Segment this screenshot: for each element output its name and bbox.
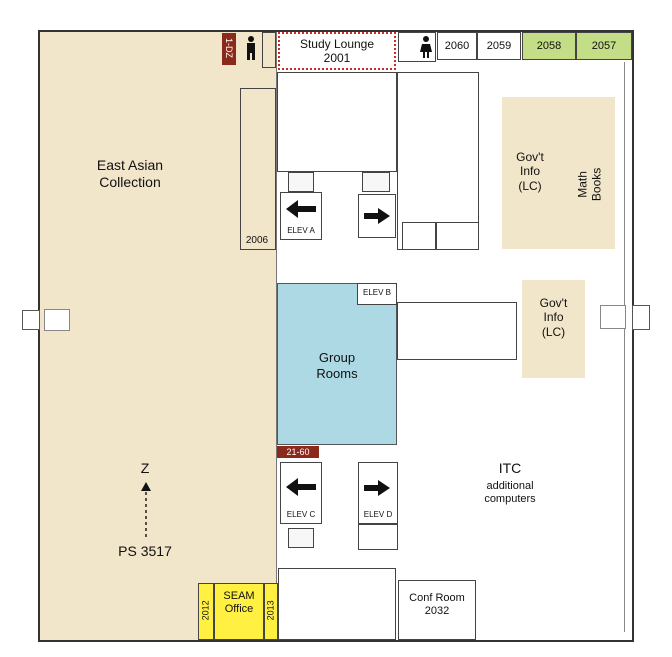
study-lounge-label: Study Lounge 2001: [299, 37, 375, 66]
room-2059-label: 2059: [486, 40, 512, 52]
group-rooms-area[interactable]: [277, 283, 397, 445]
stair-icon: [44, 309, 70, 331]
room-2058-label: 2058: [536, 40, 562, 52]
math-books-label: Math Books: [575, 167, 604, 202]
north-arrow-icon: [141, 482, 151, 540]
room-2057-label: 2057: [591, 40, 617, 52]
room-2013[interactable]: [264, 583, 278, 640]
elevator-upper-right: [358, 194, 396, 238]
group-rooms-label: Group Rooms: [316, 350, 358, 381]
elevator-c[interactable]: [280, 462, 322, 524]
govinfo-top-area: [502, 97, 615, 249]
outer-wall-notch: [22, 310, 40, 330]
restroom-room: [398, 32, 436, 62]
stair-icon: [362, 172, 390, 192]
room-2057[interactable]: [576, 32, 632, 60]
room-2012-label: 2012: [200, 600, 211, 621]
core-upper-block: [277, 72, 397, 172]
seam-office-label: SEAM Office: [223, 590, 255, 616]
room-2006-label: 2006: [245, 235, 269, 246]
core-right-sub-right: [436, 222, 479, 250]
govinfo-mid-label: Gov't Info (LC): [539, 296, 568, 339]
room-2006[interactable]: [240, 88, 276, 250]
east-asian-collection-area: [40, 32, 277, 607]
room-2013-label: 2013: [265, 600, 276, 621]
govinfo-top-label: Gov't Info (LC): [516, 150, 544, 193]
elevator-b: [357, 283, 397, 305]
room-2060[interactable]: [437, 32, 477, 60]
govinfo-mid-area: [522, 280, 585, 378]
building-outline: [38, 30, 634, 642]
east-asian-lower-strip: [40, 607, 198, 640]
elevator-arrow-icon: [364, 208, 390, 224]
north-callnumber: PS 3517: [118, 543, 172, 559]
room-2012[interactable]: [198, 583, 214, 640]
restroom-icon: [247, 36, 255, 60]
restroom-icon: [420, 36, 432, 58]
east-asian-label: East Asian Collection: [96, 157, 164, 190]
restroom-divider: [262, 32, 276, 68]
elevator-c-label: ELEV C: [286, 510, 316, 519]
conf-room-label: Conf Room 2032: [409, 592, 465, 618]
outer-wall-notch: [632, 305, 650, 330]
study-lounge-room[interactable]: [278, 32, 396, 70]
core-right-sub-left: [402, 222, 436, 250]
call-number-tag: 21-60: [277, 446, 319, 458]
call-number-tag: 1-DZ: [222, 33, 236, 65]
corridor-connector: [397, 302, 517, 360]
core-lower-stub: [358, 524, 398, 550]
elevator-a[interactable]: [280, 192, 322, 240]
itc-title: ITC: [498, 460, 522, 476]
stair-icon: [288, 172, 314, 192]
room-2058[interactable]: [522, 32, 576, 60]
elevator-d[interactable]: [358, 462, 398, 524]
right-wall-line: [624, 62, 625, 632]
stair-icon: [600, 305, 626, 329]
north-label: Z: [140, 460, 150, 476]
stair-icon: [288, 528, 314, 548]
itc-subtitle: additional computers: [484, 480, 536, 506]
bottom-center-room: [278, 568, 396, 640]
elevator-arrow-icon: [286, 478, 316, 496]
seam-office[interactable]: [214, 583, 264, 640]
elevator-b-label: ELEV B: [362, 288, 391, 297]
conf-room-2032[interactable]: [398, 580, 476, 640]
elevator-arrow-icon: [364, 480, 390, 496]
elevator-d-label: ELEV D: [363, 510, 393, 519]
room-2059[interactable]: [477, 32, 521, 60]
elevator-arrow-icon: [286, 200, 316, 218]
room-2060-label: 2060: [444, 40, 470, 52]
elevator-a-label: ELEV A: [287, 226, 315, 235]
